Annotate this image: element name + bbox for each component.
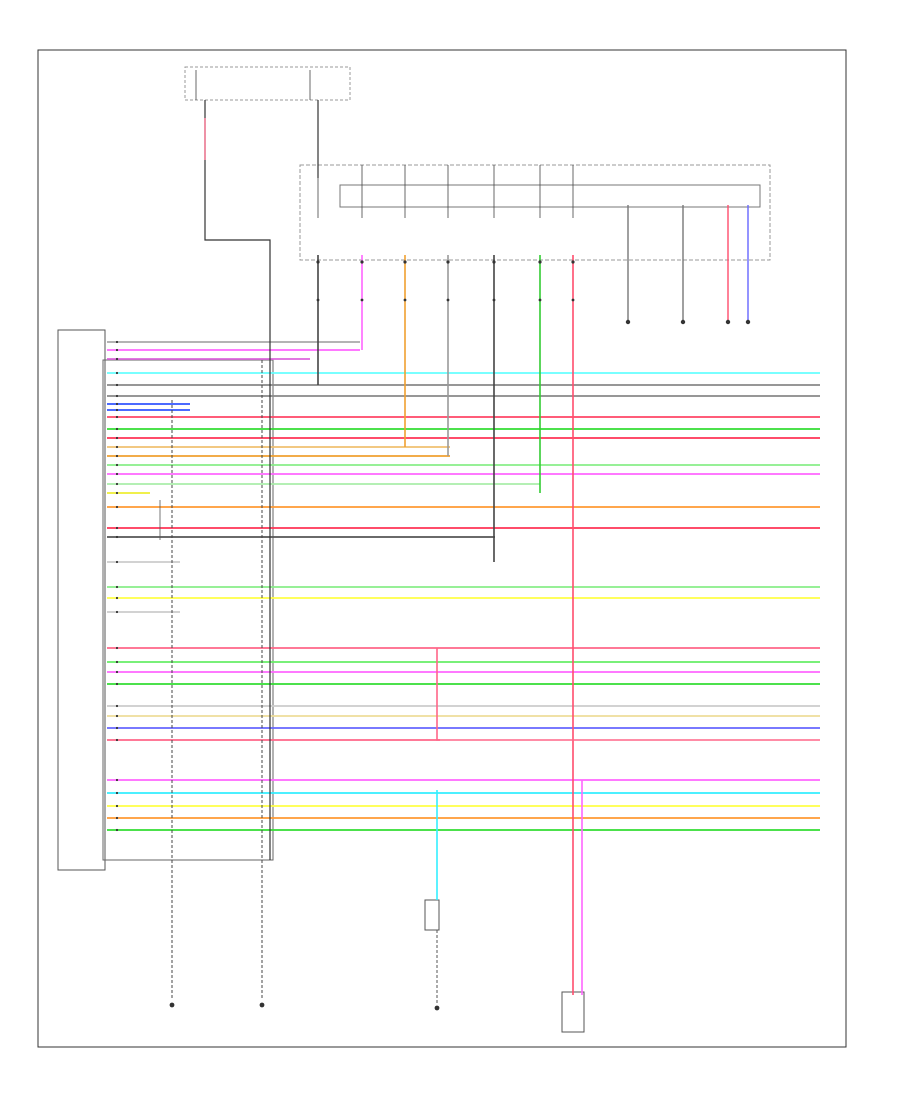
- column-pin-5: [538, 298, 542, 302]
- pin-8: [115, 415, 119, 419]
- ground-mark-0: [625, 319, 631, 325]
- detour-wire: [436, 648, 820, 741]
- pin-28: [115, 704, 119, 708]
- pin-10: [115, 436, 119, 440]
- pin-17: [115, 505, 119, 509]
- pin-35: [115, 816, 119, 820]
- control-unit-box: [339, 184, 761, 208]
- pin-27: [115, 682, 119, 686]
- ground-mark-2: [725, 319, 731, 325]
- pin-22: [115, 596, 119, 600]
- pin-14: [115, 472, 119, 476]
- pin-0: [115, 340, 119, 344]
- pin-30: [115, 726, 119, 730]
- column-connector-0: [316, 260, 320, 264]
- column-pin-2: [403, 298, 407, 302]
- pin-34: [115, 804, 119, 808]
- pin-13: [115, 463, 119, 467]
- pin-15: [115, 482, 119, 486]
- ground-mark-1: [680, 319, 686, 325]
- column-pin-1: [360, 298, 364, 302]
- column-connector-5: [538, 260, 542, 264]
- pin-32: [115, 778, 119, 782]
- power-feed-left: [204, 100, 271, 860]
- column-pin-0: [316, 298, 320, 302]
- main-module-box: [57, 329, 106, 871]
- pin-33: [115, 791, 119, 795]
- pin-19: [115, 535, 119, 539]
- column-pin-3: [446, 298, 450, 302]
- pin-5: [115, 394, 119, 398]
- column-pin-6: [571, 298, 575, 302]
- diagram-frame: [37, 49, 847, 1048]
- ground-mark-3: [745, 319, 751, 325]
- bottom-ground-1: [259, 1002, 265, 1008]
- pin-11: [115, 445, 119, 449]
- pin-6: [115, 402, 119, 406]
- pin-16: [115, 491, 119, 495]
- pin-12: [115, 454, 119, 458]
- pin-4: [115, 383, 119, 387]
- bottom-ground-2: [434, 1005, 440, 1011]
- pin-26: [115, 670, 119, 674]
- lamp-box: [561, 991, 585, 1033]
- pin-1: [115, 348, 119, 352]
- pin-9: [115, 427, 119, 431]
- pin-29: [115, 714, 119, 718]
- wire-layer: [107, 100, 820, 1005]
- pin-18: [115, 526, 119, 530]
- pin-36: [115, 828, 119, 832]
- column-connector-1: [360, 260, 364, 264]
- pin-24: [115, 646, 119, 650]
- column-connector-6: [571, 260, 575, 264]
- pin-3: [115, 371, 119, 375]
- fuse-block: [184, 66, 351, 101]
- column-connector-3: [446, 260, 450, 264]
- switch-bottom-box: [424, 899, 440, 931]
- column-pin-4: [492, 298, 496, 302]
- pin-21: [115, 585, 119, 589]
- column-connector-2: [403, 260, 407, 264]
- mark-layer: [115, 260, 751, 1011]
- bottom-ground-0: [169, 1002, 175, 1008]
- pin-20: [115, 560, 119, 564]
- pin-7: [115, 408, 119, 412]
- range-switch-box: [299, 164, 771, 261]
- column-connector-4: [492, 260, 496, 264]
- pin-2: [115, 357, 119, 361]
- pin-31: [115, 738, 119, 742]
- pin-25: [115, 660, 119, 664]
- pin-23: [115, 610, 119, 614]
- harness-frame: [102, 359, 274, 861]
